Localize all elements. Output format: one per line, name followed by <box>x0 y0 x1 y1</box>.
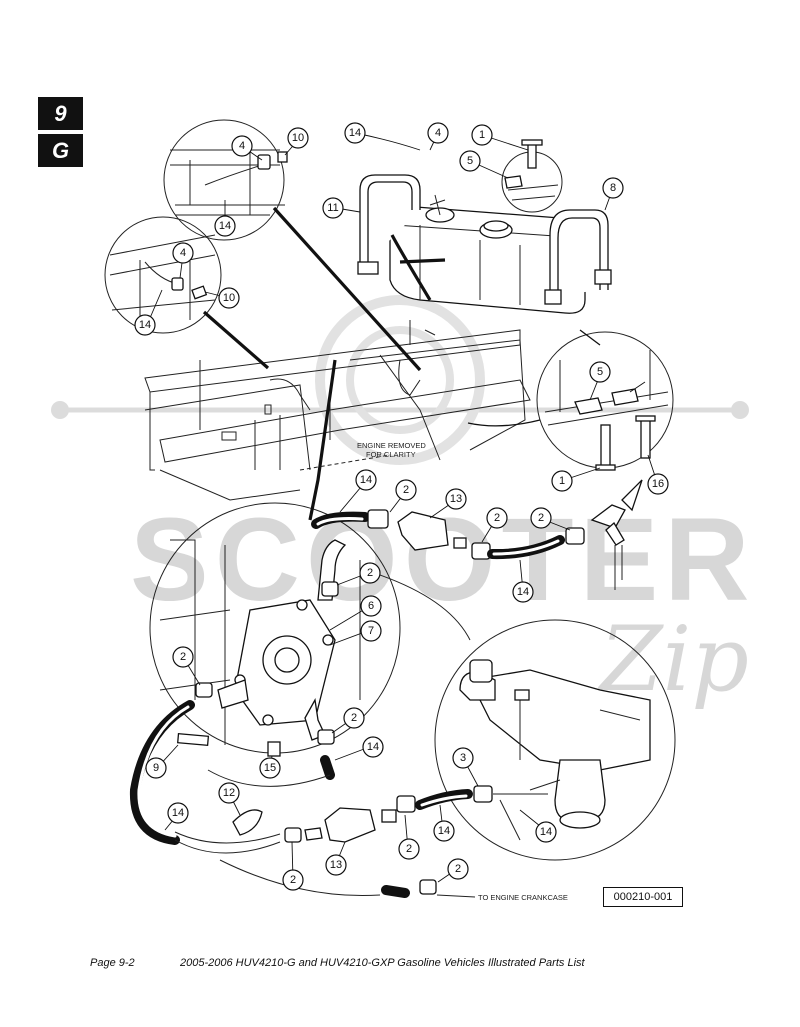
callout-13: 13 <box>325 854 347 876</box>
callout-14: 14 <box>214 215 236 237</box>
svg-text:3: 3 <box>460 752 466 764</box>
svg-text:2: 2 <box>351 712 357 724</box>
note-engine-removed-line2: FOR CLARITY <box>366 450 416 459</box>
callout-14: 14 <box>344 122 366 144</box>
callout-2: 2 <box>530 507 552 529</box>
callout-4: 4 <box>172 242 194 264</box>
detail-circle-front-clamp <box>104 216 222 334</box>
svg-text:13: 13 <box>450 493 462 505</box>
callout-16: 16 <box>647 473 669 495</box>
svg-text:2: 2 <box>455 863 461 875</box>
section-letter-tab: G <box>38 134 83 167</box>
callout-13: 13 <box>445 488 467 510</box>
detail-circle-engine-crankcase <box>434 619 676 861</box>
svg-text:10: 10 <box>223 292 235 304</box>
callout-14: 14 <box>355 469 377 491</box>
svg-text:14: 14 <box>139 319 151 331</box>
footer-document-title: 2005-2006 HUV4210-G and HUV4210-GXP Gaso… <box>180 957 585 969</box>
detail-circle-tank-bracket-top <box>501 139 563 213</box>
svg-text:4: 4 <box>435 127 441 139</box>
svg-text:4: 4 <box>239 140 245 152</box>
callout-12: 12 <box>218 782 240 804</box>
svg-text:1: 1 <box>479 129 485 141</box>
detail-circle-fuel-pump <box>149 502 401 757</box>
callout-leaders <box>146 132 658 883</box>
lower-fuel-line-assembly <box>129 700 548 898</box>
svg-text:2: 2 <box>538 512 544 524</box>
callout-2: 2 <box>447 858 469 880</box>
callout-2: 2 <box>398 838 420 860</box>
svg-text:2: 2 <box>180 651 186 663</box>
callout-5: 5 <box>589 361 611 383</box>
callout-14: 14 <box>535 821 557 843</box>
leader-arrows <box>202 206 601 898</box>
svg-text:7: 7 <box>368 625 374 637</box>
callout-14: 14 <box>134 314 156 336</box>
svg-text:10: 10 <box>292 132 304 144</box>
callout-1: 1 <box>471 124 493 146</box>
fuel-tank <box>357 174 612 314</box>
watermark: SCOOTER Zip <box>51 295 756 712</box>
svg-text:2: 2 <box>406 843 412 855</box>
svg-text:16: 16 <box>652 478 664 490</box>
svg-text:14: 14 <box>349 127 361 139</box>
callout-2: 2 <box>395 479 417 501</box>
callout-14: 14 <box>512 581 534 603</box>
upper-fuel-line-assembly <box>311 479 643 590</box>
callout-14: 14 <box>362 736 384 758</box>
callout-4: 4 <box>427 122 449 144</box>
svg-text:1: 1 <box>559 475 565 487</box>
svg-text:2: 2 <box>290 874 296 886</box>
callout-2: 2 <box>282 869 304 891</box>
callout-4: 4 <box>231 135 253 157</box>
svg-text:5: 5 <box>467 155 473 167</box>
callout-2: 2 <box>343 707 365 729</box>
detail-circle-rear-clamp <box>163 119 288 241</box>
svg-text:14: 14 <box>438 825 450 837</box>
svg-text:12: 12 <box>223 787 235 799</box>
svg-text:14: 14 <box>219 220 231 232</box>
callout-14: 14 <box>433 820 455 842</box>
footer-page-number: Page 9-2 <box>90 957 135 969</box>
callout-5: 5 <box>459 150 481 172</box>
svg-text:11: 11 <box>327 202 338 214</box>
section-number-tab: 9 <box>38 97 83 130</box>
svg-text:14: 14 <box>360 474 372 486</box>
callout-9: 9 <box>145 757 167 779</box>
callout-6: 6 <box>360 595 382 617</box>
svg-text:2: 2 <box>367 567 373 579</box>
svg-text:5: 5 <box>597 366 603 378</box>
callout-7: 7 <box>360 620 382 642</box>
callout-2: 2 <box>486 507 508 529</box>
svg-text:15: 15 <box>264 762 276 774</box>
svg-text:13: 13 <box>330 859 342 871</box>
svg-text:14: 14 <box>367 741 379 753</box>
svg-text:2: 2 <box>494 512 500 524</box>
detail-circle-tank-mount <box>536 331 674 471</box>
callout-11: 11 <box>322 197 344 219</box>
callout-2: 2 <box>359 562 381 584</box>
callout-14: 14 <box>167 802 189 824</box>
callout-10: 10 <box>287 127 309 149</box>
svg-text:8: 8 <box>610 182 616 194</box>
callout-10: 10 <box>218 287 240 309</box>
svg-text:6: 6 <box>368 600 374 612</box>
vehicle-frame <box>144 320 531 501</box>
svg-text:14: 14 <box>172 807 184 819</box>
callout-3: 3 <box>452 747 474 769</box>
svg-text:4: 4 <box>180 247 186 259</box>
callout-1: 1 <box>551 470 573 492</box>
note-engine-removed-line1: ENGINE REMOVED <box>357 441 426 450</box>
svg-text:14: 14 <box>517 586 529 598</box>
callout-8: 8 <box>602 177 624 199</box>
callout-15: 15 <box>259 757 281 779</box>
callout-2: 2 <box>172 646 194 668</box>
figure-reference-number: 000210-001 <box>603 887 683 907</box>
svg-text:14: 14 <box>540 826 552 838</box>
note-to-crankcase: TO ENGINE CRANKCASE <box>478 893 568 902</box>
svg-text:9: 9 <box>153 762 159 774</box>
svg-text:2: 2 <box>403 484 409 496</box>
watermark-text: SCOOTER <box>130 494 756 626</box>
